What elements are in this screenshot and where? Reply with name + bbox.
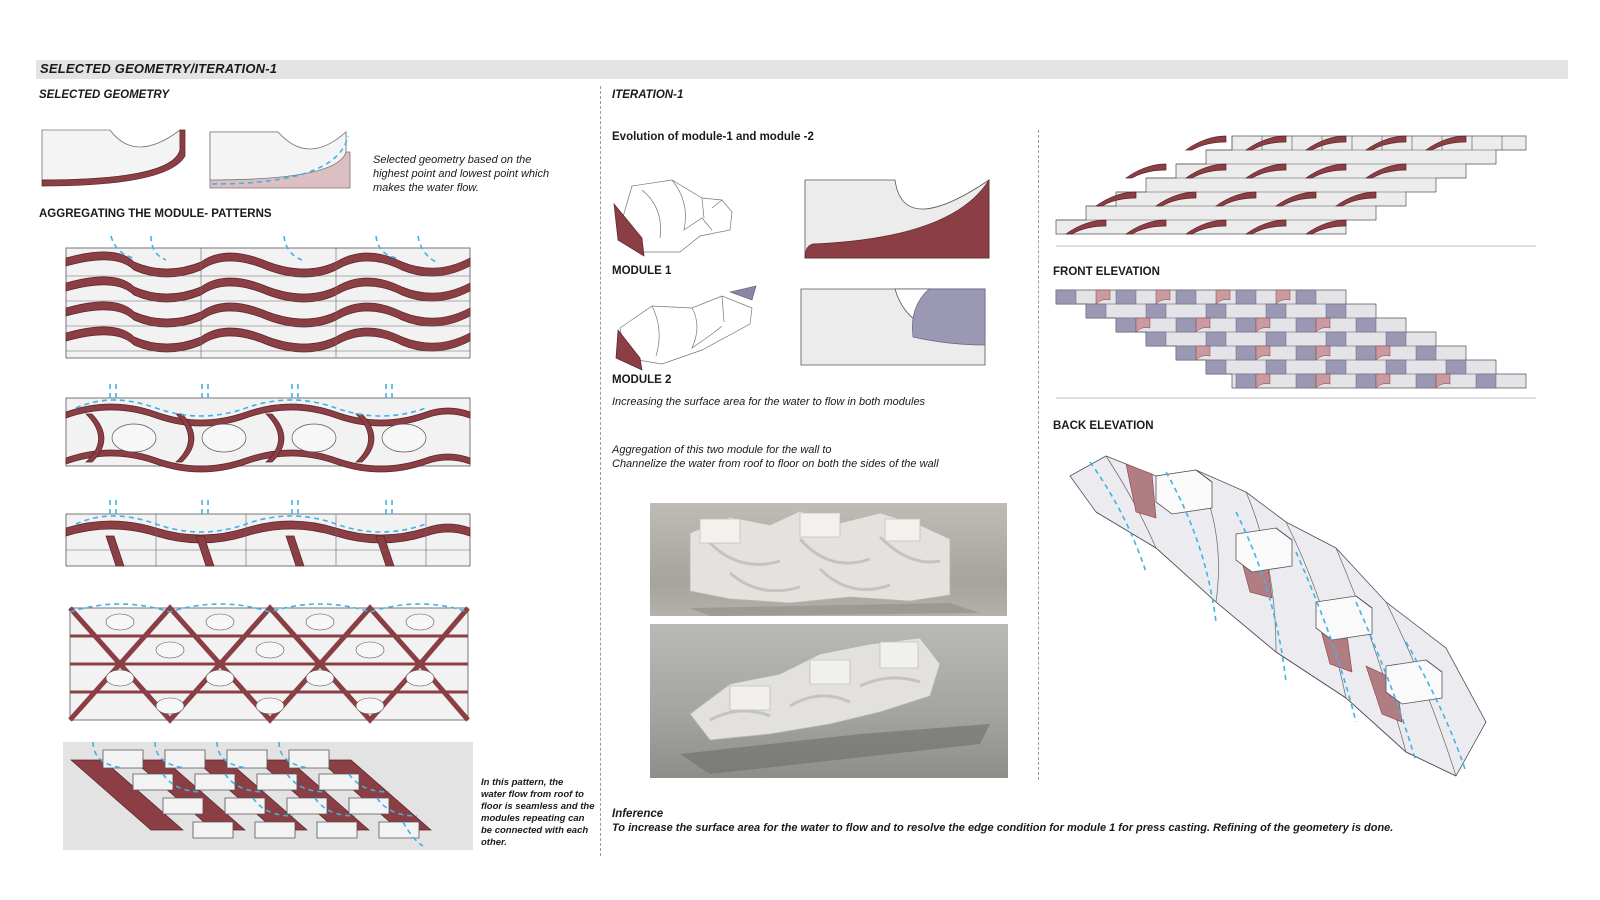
column-divider-left: [600, 86, 601, 856]
iteration-heading: ITERATION-1: [612, 89, 684, 101]
model-photo-1: [650, 503, 1007, 616]
caption-line: Channelize the water from roof to floor …: [612, 458, 939, 470]
inference-text: To increase the surface area for the wat…: [612, 822, 1394, 834]
pattern-5-steps: [70, 741, 432, 847]
front-elevation-drawing: [1055, 135, 1536, 247]
selected-geometry-section-maroon: [41, 129, 186, 187]
isometric-wall-drawing: [1069, 455, 1487, 777]
selected-geometry-sections: [41, 129, 351, 189]
module-1-section-shape: [804, 178, 990, 259]
back-elevation-label: BACK ELEVATION: [1053, 420, 1154, 432]
model-photo-2: [650, 624, 1008, 778]
note-line: be connected with each: [481, 825, 589, 836]
module-1-label: MODULE 1: [612, 265, 672, 277]
module-2-section-shape: [800, 288, 986, 366]
caption-line: Aggregation of this two module for the w…: [612, 444, 832, 456]
pattern-1-stacked-waves: [65, 235, 471, 359]
note-line: modules repeating can: [481, 813, 585, 824]
caption-line: makes the water flow.: [373, 182, 479, 194]
evolution-heading: Evolution of module-1 and module -2: [612, 131, 814, 143]
note-line: floor is seamless and the: [481, 801, 595, 812]
pattern-2-lens: [65, 384, 471, 473]
model-photo-1-shapes: [689, 510, 980, 616]
pattern-note: In this pattern, the water flow from roo…: [481, 777, 601, 849]
note-line: In this pattern, the: [481, 777, 564, 788]
front-elevation-label: FRONT ELEVATION: [1053, 266, 1160, 278]
front-elevation-blocks: [1055, 135, 1536, 247]
pattern-4-diamond-grid: [68, 603, 470, 724]
patterns-heading: AGGREGATING THE MODULE- PATTERNS: [39, 208, 272, 220]
module-1-section: [804, 178, 990, 259]
section-header-bar: SELECTED GEOMETRY/ITERATION-1: [36, 60, 1568, 79]
pattern-5-stepped-diagonal: [70, 741, 432, 847]
module-2-section: [800, 288, 986, 366]
note-line: water flow from roof to: [481, 789, 584, 800]
selected-geometry-caption: Selected geometry based on the highest p…: [373, 153, 573, 195]
back-elevation-blocks: [1055, 289, 1536, 399]
module-1-wireframe: [613, 179, 733, 257]
pattern-3-cells: [65, 500, 471, 567]
inference-heading: Inference: [612, 808, 664, 820]
surface-caption: Increasing the surface area for the wate…: [612, 396, 926, 408]
section-title: SELECTED GEOMETRY/ITERATION-1: [40, 61, 278, 76]
isometric-wall-modules: [1069, 455, 1487, 777]
selected-geometry-section-pink: [209, 131, 351, 189]
back-elevation-drawing: [1055, 289, 1536, 399]
caption-line: highest point and lowest point which: [373, 168, 550, 180]
model-photo-2-shapes: [680, 637, 990, 774]
module-2-wireframe: [615, 285, 757, 371]
note-line: other.: [481, 837, 507, 848]
column-divider-right: [1038, 130, 1039, 780]
pattern-3-flow-row: [65, 500, 471, 567]
selected-geometry-heading: SELECTED GEOMETRY: [39, 89, 170, 101]
model-photo-1-drawing: [689, 510, 980, 616]
model-photo-2-drawing: [680, 637, 990, 774]
module-2-axonometric: [615, 285, 757, 371]
pattern-1-rows: [65, 235, 471, 359]
module-2-label: MODULE 2: [612, 374, 672, 386]
module-1-axonometric: [613, 179, 733, 257]
caption-line: Selected geometry based on the: [373, 154, 532, 166]
aggregation-caption: Aggregation of this two module for the w…: [612, 443, 939, 471]
pattern-2-cells: [65, 384, 471, 473]
pattern-4-cells: [68, 603, 470, 724]
